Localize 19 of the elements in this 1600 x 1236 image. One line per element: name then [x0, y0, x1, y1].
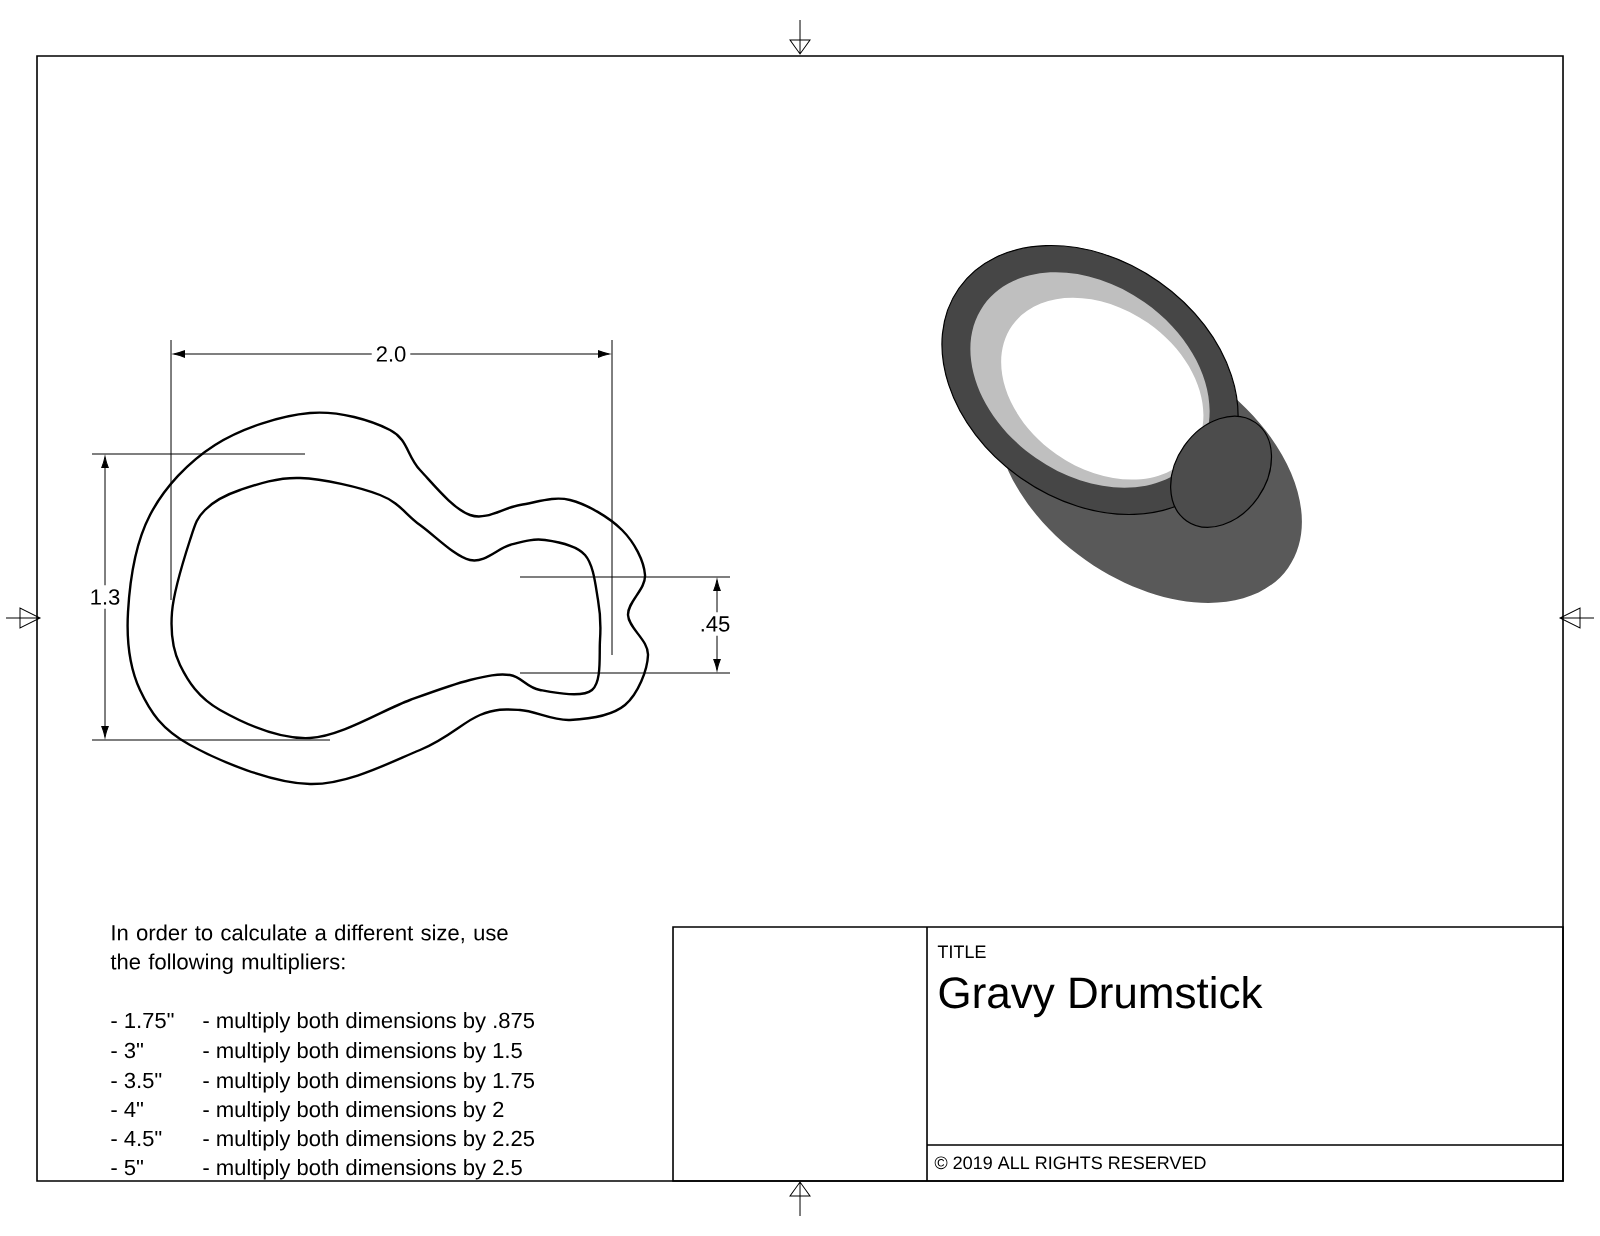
- dimension-text: 1.3: [85, 585, 125, 609]
- size-text: - 5": [111, 1159, 143, 1176]
- field-label: TITLE: [937, 945, 986, 958]
- size-text: - 4": [111, 1101, 143, 1117]
- size-text: - 3": [111, 1042, 143, 1059]
- title-text: Gravy Drumstick: [939, 976, 1263, 1018]
- multiplier-text: - multiply both dimensions by 2.25: [203, 1130, 534, 1151]
- multiplier-text: - multiply both dimensions by 1.75: [203, 1072, 534, 1093]
- multiplier-text: - multiply both dimensions by 2.5: [203, 1159, 522, 1180]
- note-text: In order to calculate a different size, use the following multipliers:: [110, 924, 508, 974]
- dimension-text: 2.0: [371, 342, 411, 366]
- size-text: - 1.75": [111, 1012, 174, 1029]
- size-text: - 4.5": [111, 1130, 162, 1147]
- multiplier-text: - multiply both dimensions by 2: [203, 1101, 504, 1122]
- size-text: - 3.5": [111, 1072, 162, 1089]
- copyright-text: © 2019 ALL RIGHTS RESERVED: [934, 1156, 1206, 1170]
- multiplier-text: - multiply both dimensions by .875: [203, 1012, 534, 1033]
- multiplier-text: - multiply both dimensions by 1.5: [203, 1042, 522, 1063]
- dimension-text: .45: [695, 612, 735, 636]
